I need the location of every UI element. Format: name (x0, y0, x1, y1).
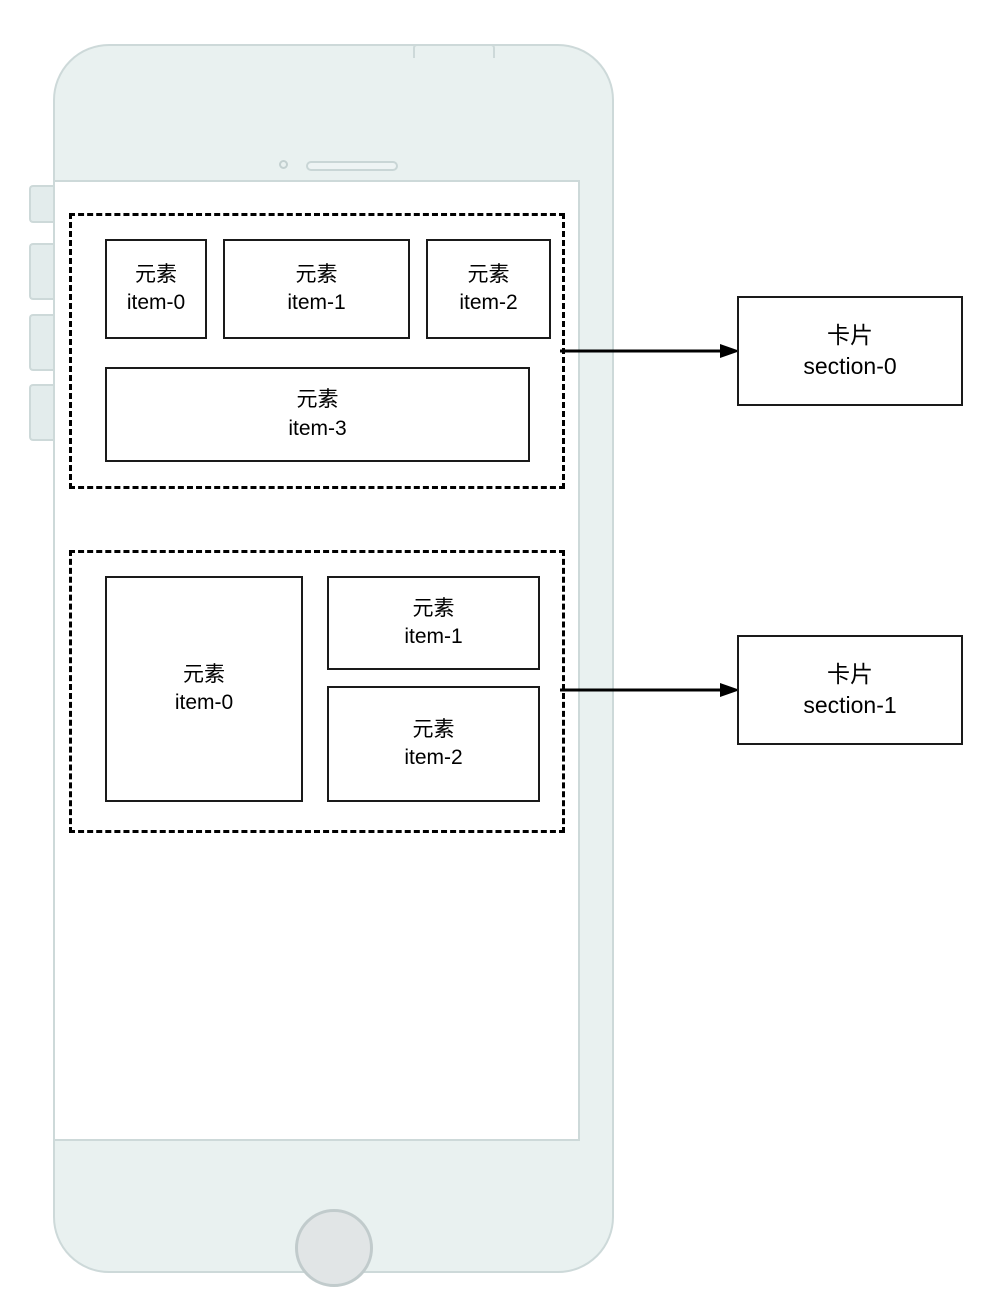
callout-label-cn: 卡片 (827, 322, 873, 349)
callout-label-cn: 卡片 (827, 661, 873, 688)
callout-label-id: section-0 (803, 353, 897, 379)
item-label-cn: 元素 (295, 262, 338, 286)
arrow-right-icon-section-0 (560, 344, 740, 358)
item-label-cn: 元素 (296, 388, 339, 412)
item-label-id: item-1 (404, 625, 463, 648)
item-label-cn: 元素 (467, 262, 510, 286)
item-label-cn: 元素 (412, 717, 455, 741)
earpiece-speaker-icon (306, 161, 398, 171)
callout-section-0[interactable]: 卡片 section-0 (737, 296, 963, 406)
phone-screen: 元素 item-0 元素 item-1 元素 item-2 元素 item-3 … (53, 180, 580, 1141)
volume-up-button[interactable] (29, 243, 55, 300)
home-button[interactable] (295, 1209, 373, 1287)
callout-label-id: section-1 (803, 692, 897, 718)
item-label-cn: 元素 (135, 262, 177, 286)
mute-switch-button[interactable] (29, 185, 55, 223)
power-button-nub[interactable] (413, 44, 495, 58)
item-label-id: item-2 (404, 746, 463, 769)
volume-down-button[interactable] (29, 314, 55, 371)
camera-dot-icon (279, 160, 288, 169)
section-1-item-1[interactable]: 元素 item-1 (327, 576, 540, 670)
arrow-right-icon-section-1 (560, 683, 740, 697)
item-label-id: item-1 (287, 291, 346, 314)
section-0-item-3[interactable]: 元素 item-3 (105, 367, 530, 462)
section-1-item-0[interactable]: 元素 item-0 (105, 576, 303, 802)
section-0-item-2[interactable]: 元素 item-2 (426, 239, 551, 339)
item-label-id: item-0 (174, 691, 234, 714)
item-label-cn: 元素 (183, 662, 225, 686)
section-0-item-1[interactable]: 元素 item-1 (223, 239, 410, 339)
item-label-id: item-2 (459, 291, 518, 314)
item-label-id: item-3 (288, 416, 347, 440)
side-extra-button[interactable] (29, 384, 55, 441)
item-label-cn: 元素 (412, 596, 455, 620)
section-0-item-0[interactable]: 元素 item-0 (105, 239, 207, 339)
section-1-item-2[interactable]: 元素 item-2 (327, 686, 540, 802)
item-label-id: item-0 (126, 291, 186, 314)
callout-section-1[interactable]: 卡片 section-1 (737, 635, 963, 745)
